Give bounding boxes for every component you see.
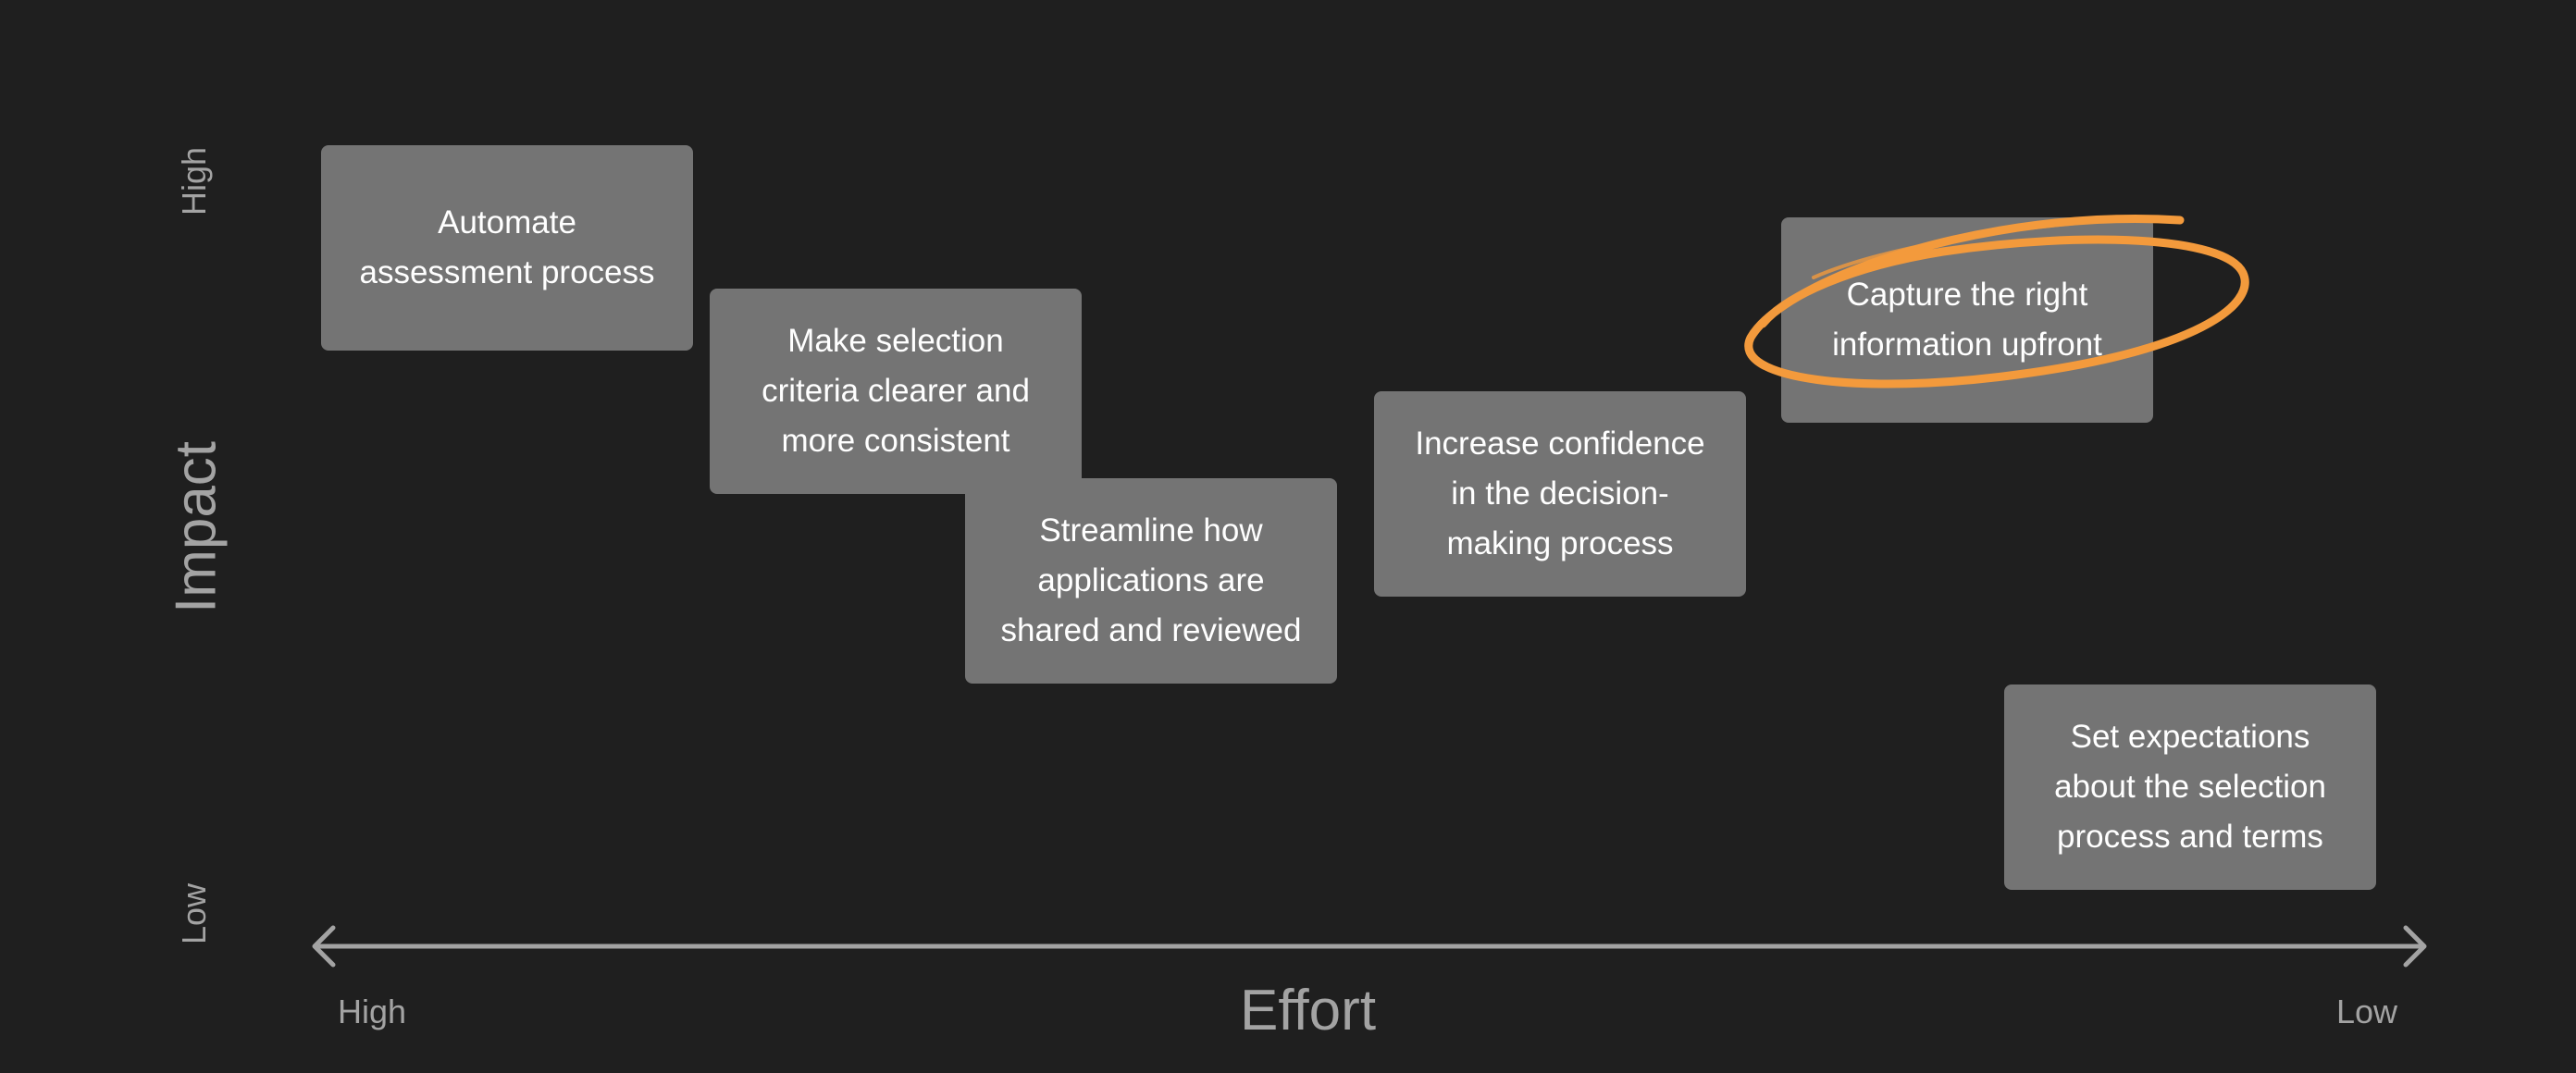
card-streamline-applications: Streamline how applications are shared a… (965, 478, 1337, 684)
card-automate-assessment: Automate assessment process (321, 145, 693, 351)
x-axis-low-label: Low (2336, 993, 2398, 1030)
card-capture-information: Capture the right information upfront (1781, 217, 2153, 423)
card-selection-criteria: Make selection criteria clearer and more… (710, 289, 1082, 494)
card-increase-confidence: Increase confidence in the decision- mak… (1374, 391, 1746, 597)
x-axis-title: Effort (1240, 979, 1377, 1042)
card-set-expectations: Set expectations about the selection pro… (2004, 684, 2376, 890)
x-axis-high-label: High (338, 993, 407, 1030)
